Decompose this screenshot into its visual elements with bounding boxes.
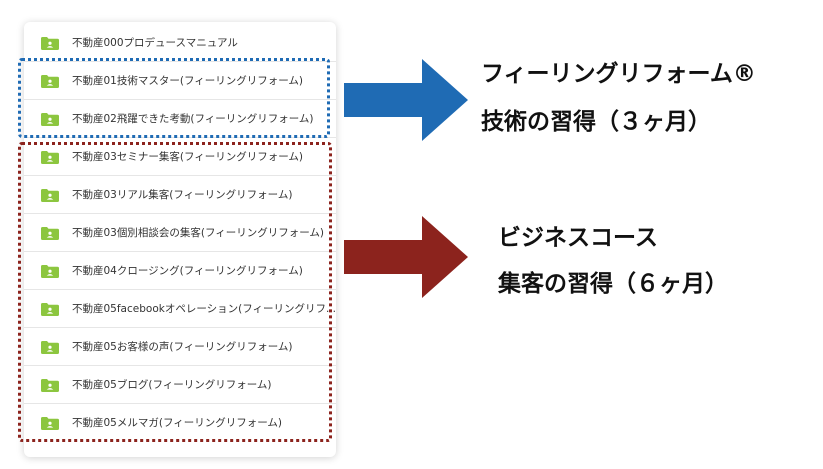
folder-icon xyxy=(41,265,59,278)
list-item[interactable]: 不動産05ブログ(フィーリングリフォーム) xyxy=(24,366,336,404)
list-item-label: 不動産03個別相談会の集客(フィーリングリフォーム) xyxy=(72,227,325,239)
folder-icon xyxy=(41,151,59,164)
list-item-label: 不動産05お客様の声(フィーリングリフォーム) xyxy=(72,341,293,353)
list-item-label: 不動産02飛躍できた考動(フィーリングリフォーム) xyxy=(72,113,314,125)
folder-icon xyxy=(41,227,59,240)
folder-icon xyxy=(41,417,59,430)
folder-icon xyxy=(41,189,59,202)
list-item-label: 不動産000プロデュースマニュアル xyxy=(72,37,238,49)
folder-icon xyxy=(41,113,59,126)
list-item[interactable]: 不動産05メルマガ(フィーリングリフォーム) xyxy=(24,404,336,442)
list-item-label: 不動産04クロージング(フィーリングリフォーム) xyxy=(72,265,303,277)
top-callout-line1: フィーリングリフォーム® xyxy=(481,61,756,87)
list-item[interactable]: 不動産03セミナー集客(フィーリングリフォーム) xyxy=(24,138,336,176)
folder-icon xyxy=(41,75,59,88)
bottom-callout-line2: 集客の習得（６ヶ月） xyxy=(498,271,728,297)
folder-icon xyxy=(41,379,59,392)
folder-list-panel: 不動産000プロデュースマニュアル 不動産01技術マスター(フィーリングリフォー… xyxy=(24,22,336,457)
folder-icon xyxy=(41,341,59,354)
blue-highlight-box xyxy=(18,58,330,138)
folder-icon xyxy=(41,303,59,316)
list-item[interactable]: 不動産01技術マスター(フィーリングリフォーム) xyxy=(24,62,336,100)
list-item-label: 不動産01技術マスター(フィーリングリフォーム) xyxy=(72,75,304,87)
bottom-callout-line1: ビジネスコース xyxy=(498,225,658,251)
list-item-label: 不動産05facebookオペレーション(フィーリングリフ... xyxy=(72,303,337,315)
blue-arrow-icon xyxy=(344,59,468,141)
list-item[interactable]: 不動産03個別相談会の集客(フィーリングリフォーム) xyxy=(24,214,336,252)
top-callout-line2: 技術の習得（３ヶ月） xyxy=(481,109,711,135)
red-highlight-box xyxy=(18,142,332,442)
list-item-label: 不動産05ブログ(フィーリングリフォーム) xyxy=(72,379,272,391)
list-item[interactable]: 不動産05facebookオペレーション(フィーリングリフ... xyxy=(24,290,336,328)
list-item-label: 不動産05メルマガ(フィーリングリフォーム) xyxy=(72,417,283,429)
list-item[interactable]: 不動産05お客様の声(フィーリングリフォーム) xyxy=(24,328,336,366)
list-item-label: 不動産03セミナー集客(フィーリングリフォーム) xyxy=(72,151,304,163)
list-item[interactable]: 不動産000プロデュースマニュアル xyxy=(24,24,336,62)
list-item-label: 不動産03リアル集客(フィーリングリフォーム) xyxy=(72,189,293,201)
list-item[interactable]: 不動産03リアル集客(フィーリングリフォーム) xyxy=(24,176,336,214)
list-item[interactable]: 不動産04クロージング(フィーリングリフォーム) xyxy=(24,252,336,290)
red-arrow-icon xyxy=(344,216,468,298)
folder-icon xyxy=(41,37,59,50)
